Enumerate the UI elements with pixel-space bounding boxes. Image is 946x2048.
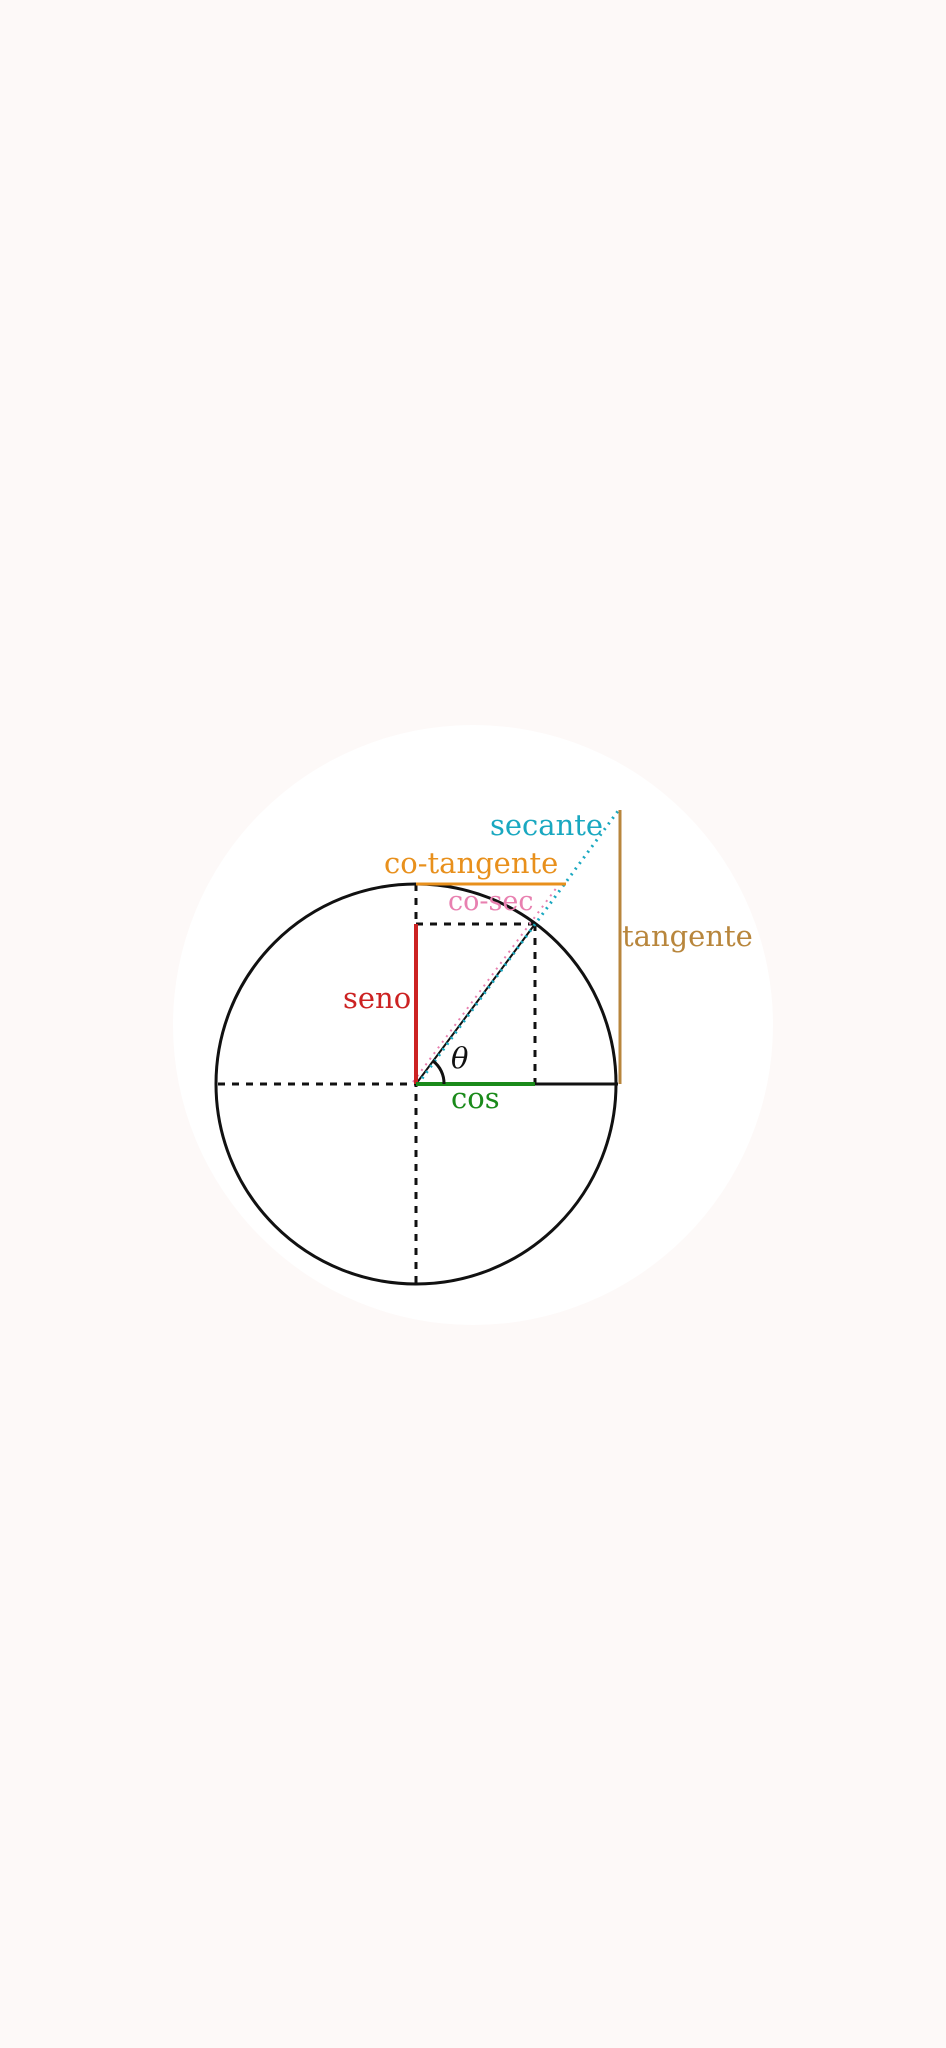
secant-label: secante <box>490 808 603 842</box>
cotangent-label: co-tangente <box>384 846 558 880</box>
secant-line <box>416 810 620 1085</box>
tangent-label: tangente <box>622 919 753 953</box>
angle-arc <box>432 1059 446 1085</box>
cosine-label: cos <box>451 1081 500 1115</box>
cosecant-label: co-sec <box>448 886 533 917</box>
sine-label: seno <box>343 981 411 1015</box>
background-disc <box>173 725 773 1325</box>
angle-theta-label: θ <box>451 1041 468 1075</box>
